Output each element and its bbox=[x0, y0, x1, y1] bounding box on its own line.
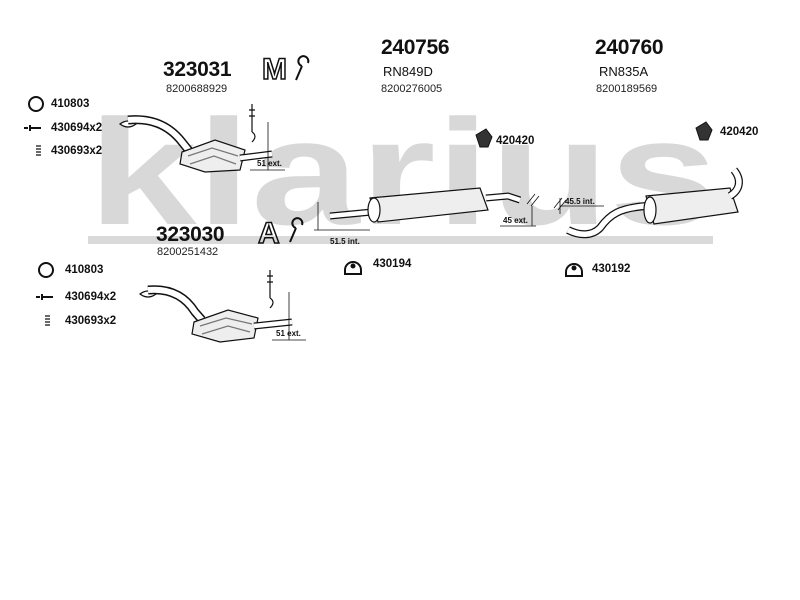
bracket-icon bbox=[695, 121, 713, 141]
part-number-rear: 240760 bbox=[595, 36, 664, 59]
part-number-cat-upper: 323031 bbox=[163, 58, 232, 81]
ref-cat-lower: 8200251432 bbox=[157, 246, 219, 258]
dim-rear-inlet: 45.5 int. bbox=[565, 197, 595, 206]
rear-silencer bbox=[553, 167, 743, 239]
fitting-label: 410803 bbox=[51, 98, 90, 110]
fitting-label: 420420 bbox=[720, 126, 759, 138]
upper-cat-assembly bbox=[118, 104, 285, 173]
part-number-cat-lower: 323030 bbox=[156, 223, 225, 246]
watermark-underline bbox=[88, 236, 713, 244]
ref-rear: 8200189569 bbox=[596, 83, 658, 95]
watermark-text: klarius bbox=[88, 88, 718, 256]
fitting-label: 430694x2 bbox=[51, 122, 103, 134]
part-number-middle: 240756 bbox=[381, 36, 450, 59]
dim-lower-cat: 51 ext. bbox=[276, 329, 301, 338]
bolt-icon bbox=[36, 294, 53, 300]
svg-text:M: M bbox=[262, 53, 287, 86]
bracket-icon bbox=[475, 128, 493, 148]
manual-transmission-icon: M bbox=[261, 52, 310, 87]
spring-icon bbox=[36, 145, 41, 156]
svg-text:A: A bbox=[258, 217, 280, 250]
automatic-transmission-icon: A bbox=[257, 216, 304, 251]
fitting-label: 430194 bbox=[373, 258, 412, 270]
rubber-mount-icon bbox=[344, 261, 362, 275]
fitting-label: 410803 bbox=[65, 264, 104, 276]
ref-cat-upper: 8200688929 bbox=[166, 83, 228, 95]
bolt-icon bbox=[24, 125, 41, 131]
fitting-label: 430693x2 bbox=[51, 145, 103, 157]
middle-silencer bbox=[314, 187, 540, 231]
dim-middle-outlet: 45 ext. bbox=[503, 216, 528, 225]
fitting-label: 430192 bbox=[592, 263, 631, 275]
code-rear: RN835A bbox=[599, 64, 649, 79]
ring-gasket-icon bbox=[38, 262, 54, 278]
code-middle: RN849D bbox=[383, 64, 433, 79]
dim-upper-cat: 51 ext. bbox=[257, 159, 282, 168]
lower-cat-assembly bbox=[138, 270, 306, 343]
ref-middle: 8200276005 bbox=[381, 83, 443, 95]
spring-icon bbox=[45, 315, 50, 326]
ring-gasket-icon bbox=[28, 96, 44, 112]
dim-middle-inlet: 51.5 int. bbox=[330, 237, 360, 246]
fitting-label: 430693x2 bbox=[65, 315, 117, 327]
fitting-label: 420420 bbox=[496, 135, 535, 147]
rubber-mount-icon bbox=[565, 263, 583, 277]
fitting-label: 430694x2 bbox=[65, 291, 117, 303]
